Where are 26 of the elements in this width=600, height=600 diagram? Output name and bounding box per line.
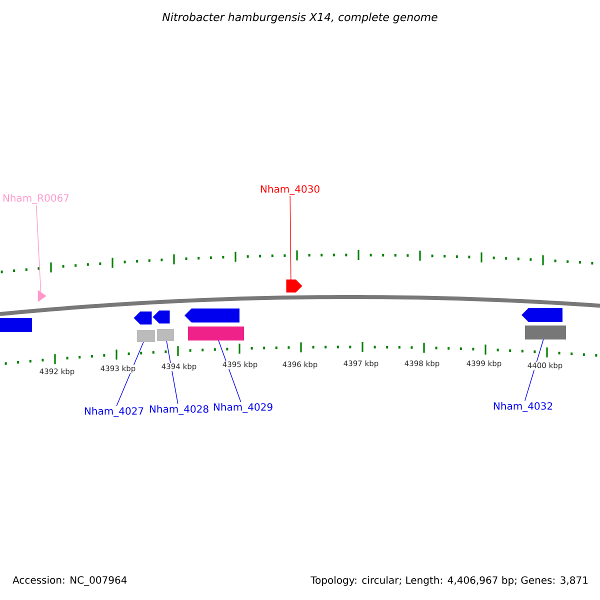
footer-text: Topology: circular; Length: 4,406,967 bp; Genes: 3,871 [310,576,588,586]
gene-feature [184,308,240,322]
gene-box [137,330,155,342]
gene-box [525,326,566,340]
gene-label: Nham_R0067 [3,194,69,204]
gene-feature [38,290,46,302]
gene-label: Nham_4028 [150,405,208,415]
gene-feature [134,312,152,324]
leader-line [218,340,242,402]
gene-feature [152,310,170,324]
leader-line [524,339,544,402]
diagram-title: Nitrobacter hamburgensis X14, complete genome [162,12,438,24]
gene-feature [522,308,562,322]
leader-line [166,340,178,404]
gene-label: Nham_4029 [214,403,272,413]
gene-box [0,318,32,332]
leader-line [290,196,292,280]
leader-line [116,342,144,406]
gene-label: Nham_4032 [494,402,552,412]
gene-feature [286,280,302,292]
gene-box [188,326,244,340]
gene-label: Nham_4027 [84,407,144,417]
leader-line [36,204,42,292]
footer-text: Accession: NC_007964 [12,576,127,586]
gene-box [157,329,174,341]
gene-label: Nham_4030 [260,185,320,195]
